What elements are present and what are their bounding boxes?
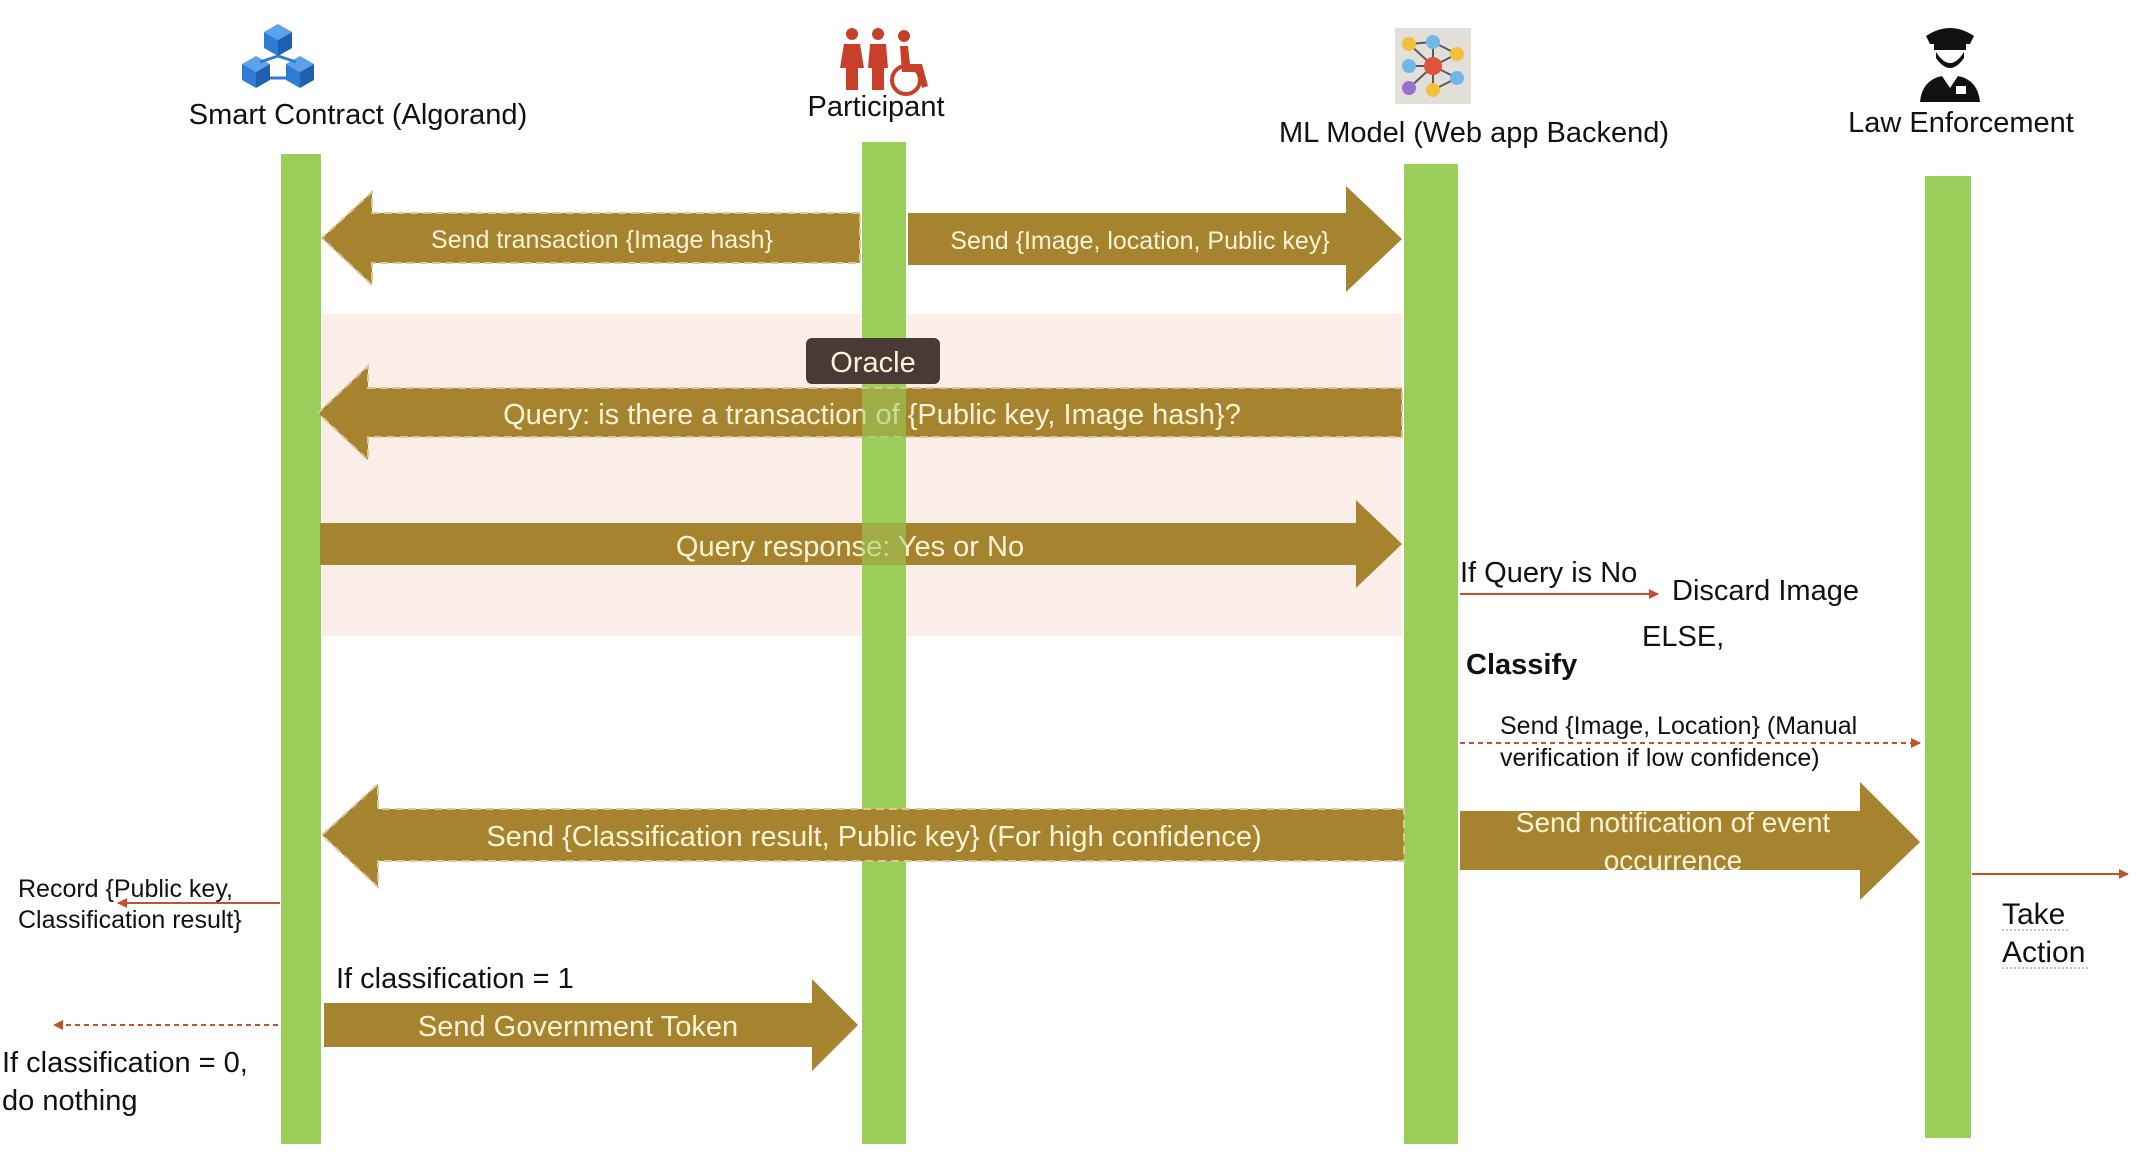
note-else: ELSE,: [1642, 621, 1724, 653]
note-discard-image: Discard Image: [1672, 575, 1859, 607]
arrow-send-classification: [320, 781, 1405, 890]
arrow-query: [316, 363, 1403, 463]
people-group-icon: [840, 28, 928, 96]
label-send-notification-1: Send notification of event: [1516, 807, 1831, 838]
note-record-1: Record {Public key,: [18, 875, 233, 903]
lifeline-participant: [862, 142, 906, 1144]
note-take-action-1: Take: [2002, 898, 2065, 931]
label-send-notification-2: occurrence: [1604, 845, 1743, 876]
lifeline-law-enforcement: [1925, 176, 1971, 1138]
note-if-class-0-2: do nothing: [2, 1085, 137, 1117]
arrow-send-transaction: [320, 189, 861, 288]
participant-title: Participant: [807, 91, 944, 123]
note-classify: Classify: [1466, 649, 1577, 681]
arrow-send-notification: [1460, 782, 1920, 900]
blockchain-cubes-icon: [242, 24, 314, 88]
label-send-image: Send {Image, location, Public key}: [950, 227, 1329, 255]
label-send-classification: Send {Classification result, Public key}…: [486, 821, 1261, 853]
note-if-query-no: If Query is No: [1460, 557, 1637, 589]
lifeline-participant-overlay: [862, 388, 906, 565]
note-record-2: Classification result}: [18, 906, 242, 934]
arrow-send-token: [324, 979, 858, 1071]
arrow-query-response: [320, 500, 1402, 588]
note-take-action-2: Action: [2002, 936, 2085, 969]
ml-model-title: ML Model (Web app Backend): [1279, 117, 1669, 149]
smart-contract-title: Smart Contract (Algorand): [189, 99, 527, 131]
label-send-transaction: Send transaction {Image hash}: [431, 226, 773, 254]
note-if-class-0-1: If classification = 0,: [2, 1047, 248, 1079]
arrow-send-image: [908, 186, 1402, 292]
label-send-token: Send Government Token: [418, 1011, 738, 1043]
note-manual-verification-2: verification if low confidence): [1500, 744, 1820, 772]
police-officer-icon: [1920, 28, 1980, 102]
law-enforcement-title: Law Enforcement: [1848, 107, 2074, 139]
neural-network-icon: [1395, 28, 1471, 104]
note-if-class-1: If classification = 1: [336, 963, 574, 995]
lifeline-ml-model: [1404, 164, 1458, 1144]
note-manual-verification-1: Send {Image, Location} (Manual: [1500, 712, 1857, 740]
oracle-label: Oracle: [830, 347, 915, 379]
oracle-label-box: [806, 338, 940, 384]
lifeline-smart-contract: [281, 154, 321, 1144]
label-query-response: Query response: Yes or No: [676, 531, 1024, 563]
